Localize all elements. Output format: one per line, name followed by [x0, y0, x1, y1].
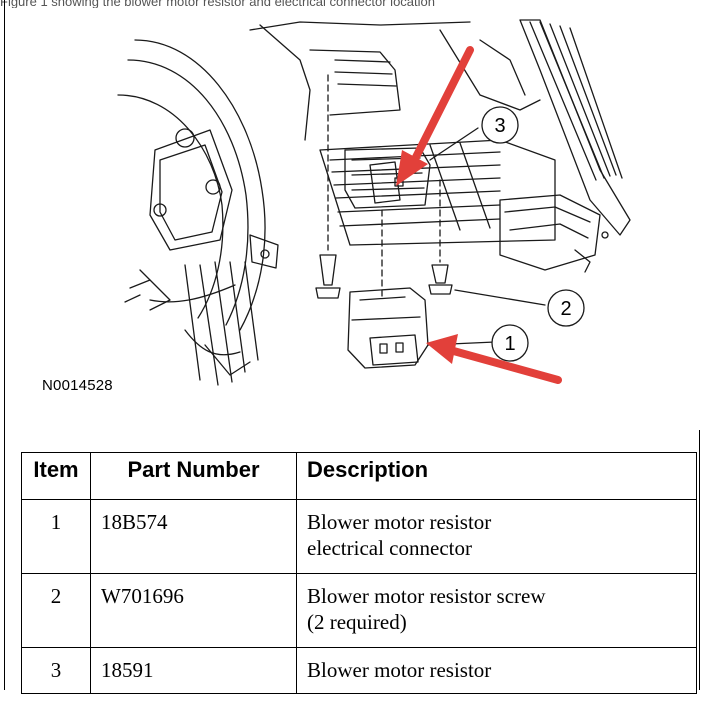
- callout-circle-2: [547, 289, 585, 327]
- blower-housing-illustration: [117, 39, 279, 386]
- cell-item: 3: [21, 647, 91, 694]
- cell-part-number: 18591: [90, 647, 297, 694]
- callout-label-2: 2: [560, 298, 571, 320]
- cell-part-number: 18B574: [90, 499, 297, 574]
- header-item: Item: [21, 452, 91, 500]
- left-border-rule: [4, 0, 5, 690]
- cell-description: Blower motor resistor: [296, 647, 697, 694]
- callout-label-3: 3: [494, 115, 505, 137]
- callout-label-1: 1: [504, 333, 515, 355]
- header-part-number: Part Number: [90, 452, 297, 500]
- callout-leader-3: [429, 127, 479, 161]
- electrical-connector-illustration: [347, 287, 429, 369]
- description-line: Blower motor resistor: [307, 658, 492, 682]
- description-line: (2 required): [307, 610, 407, 634]
- parts-table-header-row: Item Part Number Description: [21, 452, 697, 500]
- cell-description: Blower motor resistor screw (2 required): [296, 573, 697, 648]
- cell-item: 1: [21, 499, 91, 574]
- callout-circle-3: [481, 106, 519, 144]
- description-line: Blower motor resistor screw: [307, 584, 546, 608]
- table-row: 3 18591 Blower motor resistor: [21, 647, 697, 694]
- cell-part-number: W701696: [90, 573, 297, 648]
- cell-item: 2: [21, 573, 91, 648]
- table-row: 1 18B574 Blower motor resistor electrica…: [21, 499, 697, 574]
- description-line: electrical connector: [307, 536, 472, 560]
- description-line: Blower motor resistor: [307, 510, 492, 534]
- figure-id: N0014528: [42, 377, 113, 394]
- figure-caption: Figure 1 showing the blower motor resist…: [0, 0, 435, 8]
- header-description: Description: [296, 452, 697, 500]
- cell-description: Blower motor resistor electrical connect…: [296, 499, 697, 574]
- screws-illustration: [315, 74, 453, 301]
- right-border-rule: [699, 430, 700, 690]
- table-row: 2 W701696 Blower motor resistor screw (2…: [21, 573, 697, 648]
- callout-circle-1: [491, 324, 529, 362]
- callout-leader-2: [454, 289, 546, 306]
- red-arrow-lower: [426, 334, 562, 384]
- red-arrow-upper: [396, 46, 474, 186]
- parts-table: Item Part Number Description 1 18B574 Bl…: [21, 452, 697, 694]
- blower-resistor-diagram: 3 2 1: [117, 19, 631, 386]
